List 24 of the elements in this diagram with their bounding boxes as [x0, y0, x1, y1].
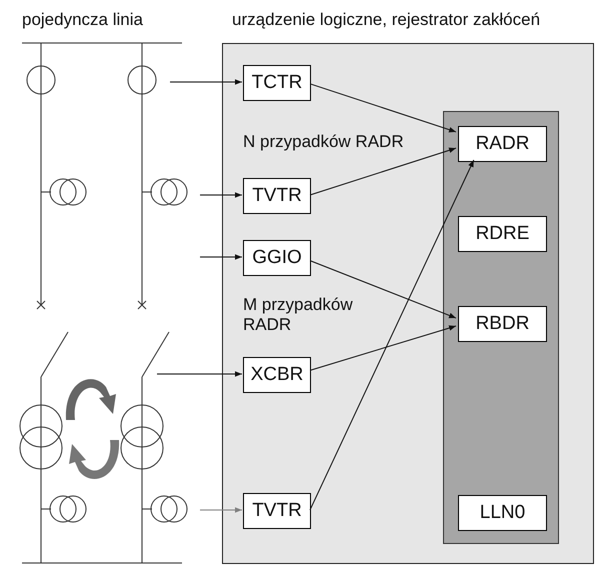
logical-node-box: RADR [458, 126, 547, 162]
arrow [200, 192, 242, 198]
logical-node-box: TVTR [243, 493, 311, 529]
logic-node-panel [443, 111, 559, 544]
arrow [200, 507, 242, 513]
logical-node-box: XCBR [243, 357, 311, 393]
note-text: M przypadków RADR [243, 295, 354, 335]
note-text: N przypadków RADR [243, 132, 405, 152]
arrow [310, 83, 456, 132]
logical-node-box: TVTR [243, 178, 311, 214]
arrow [200, 254, 242, 260]
group-heading: urządzenie logiczne, rejestrator zakłóceń [232, 10, 540, 30]
arrow [310, 260, 456, 319]
logical-node-box: LLN0 [458, 495, 547, 531]
top-label: pojedyncza linia [22, 10, 144, 30]
arrow [170, 79, 242, 85]
logical-node-box: TCTR [243, 65, 311, 101]
arrow [310, 148, 456, 196]
logical-node-box: GGIO [243, 240, 311, 276]
arrow [310, 160, 474, 510]
arrow [156, 371, 242, 377]
arrow [310, 325, 456, 371]
logical-node-box: RBDR [458, 306, 547, 342]
logical-node-box: RDRE [458, 216, 547, 252]
